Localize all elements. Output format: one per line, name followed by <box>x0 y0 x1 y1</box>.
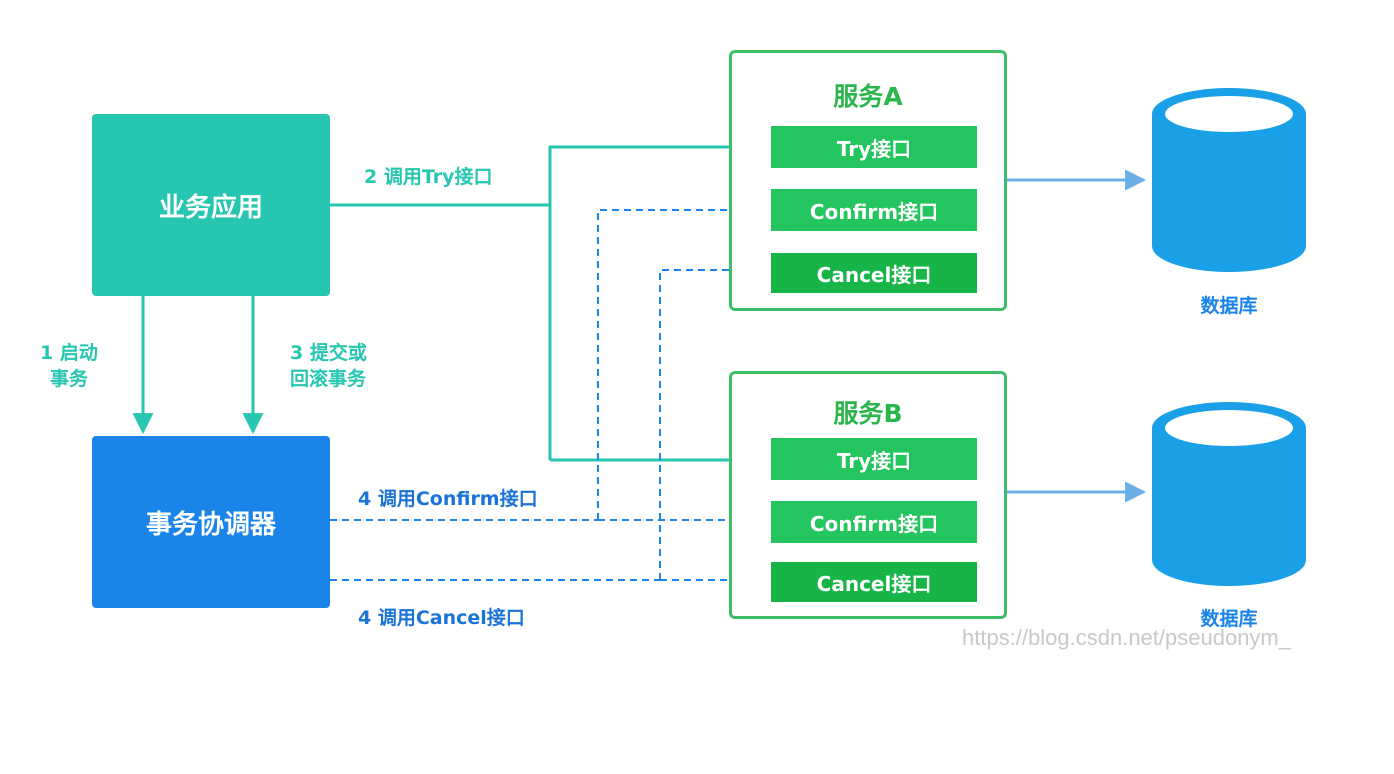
confirm-call-a-arrow <box>597 203 767 520</box>
commit-rollback-label-1: 3 提交或 <box>290 342 367 364</box>
try-call-line <box>330 203 552 460</box>
database-b-icon <box>1152 402 1306 586</box>
database-a-icon <box>1152 88 1306 272</box>
service-a-title: 服务A <box>833 82 903 111</box>
service-b-cancel-interface: Cancel接口 <box>771 562 977 602</box>
business-app-label: 业务应用 <box>158 192 263 223</box>
business-app-node: 业务应用 <box>92 114 330 296</box>
service-a-try-interface: Try接口 <box>771 126 977 168</box>
try-call-a-arrow <box>548 136 768 205</box>
service-b-confirm-interface: Confirm接口 <box>771 501 977 543</box>
call-try-label: 2 调用Try接口 <box>364 166 493 188</box>
service-a-confirm-interface: Confirm接口 <box>771 189 977 231</box>
service-a-cancel-interface: Cancel接口 <box>771 253 977 293</box>
service-b-title: 服务B <box>833 399 903 428</box>
watermark-text: https://blog.csdn.net/pseudonym_ <box>962 625 1291 650</box>
call-cancel-label: 4 调用Cancel接口 <box>358 607 525 629</box>
start-transaction-label-2: 事务 <box>50 368 89 390</box>
service-b-try-interface: Try接口 <box>771 438 977 480</box>
call-confirm-label: 4 调用Confirm接口 <box>358 488 538 510</box>
coordinator-label: 事务协调器 <box>145 509 276 540</box>
commit-rollback-label-2: 回滚事务 <box>290 368 367 390</box>
start-transaction-label-1: 1 启动 <box>40 342 98 364</box>
database-b-label: 数据库 <box>1200 608 1258 630</box>
coordinator-node: 事务协调器 <box>92 436 330 608</box>
database-a-label: 数据库 <box>1200 295 1258 317</box>
